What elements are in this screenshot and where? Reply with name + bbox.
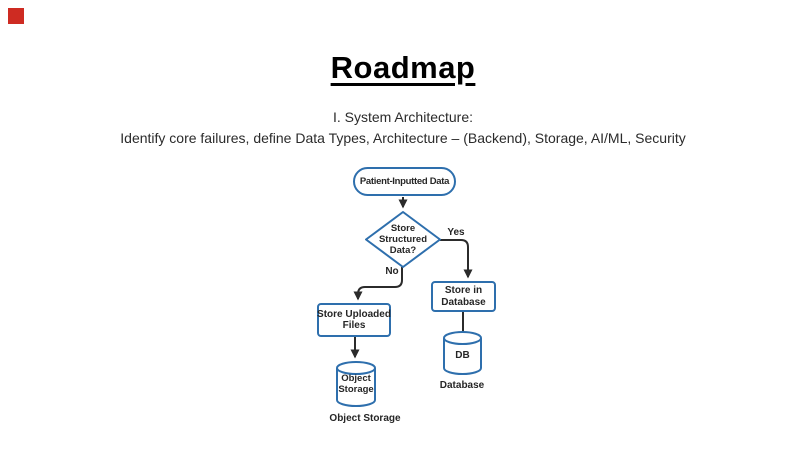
db-cylinder-label: DB [455, 349, 470, 361]
node-patient-inputted-data: Patient-Inputted Data [353, 167, 456, 196]
branch-no-label: No [385, 266, 399, 277]
edge-no-branch [353, 267, 403, 301]
slide-subtitle: I. System Architecture: Identify core fa… [0, 107, 806, 149]
branch-yes-label: Yes [447, 227, 465, 238]
caption-object-storage: Object Storage [329, 412, 401, 424]
db-cylinder-shape [443, 331, 482, 375]
object-storage-cylinder-label: Object Storage [338, 373, 374, 395]
edge-yes-branch [440, 239, 473, 279]
node-store-in-database: Store in Database [431, 281, 496, 312]
node-store-uploaded-files: Store Uploaded Files [317, 303, 391, 337]
page-title: Roadmap [0, 50, 806, 86]
object-storage-cylinder-shape [336, 361, 376, 407]
caption-database: Database [439, 379, 485, 391]
page-title-text: Roadmap [330, 50, 476, 85]
decision-diamond-shape [365, 211, 441, 268]
node-decision-label: Store Structured Data? [378, 223, 428, 256]
red-corner-marker [8, 8, 24, 24]
subtitle-line-2: Identify core failures, define Data Type… [120, 130, 686, 146]
subtitle-line-1: I. System Architecture: [332, 109, 474, 125]
